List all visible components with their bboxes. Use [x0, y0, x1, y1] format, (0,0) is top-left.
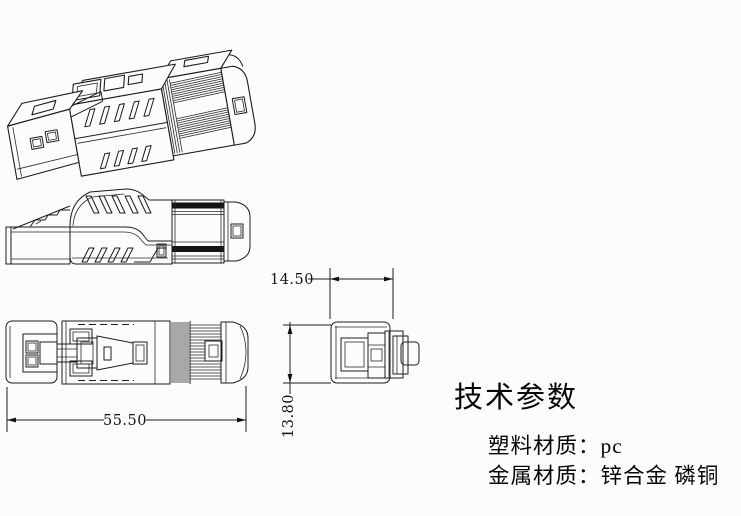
iso-rear-cap [220, 54, 256, 146]
side-knurled-boot [171, 199, 225, 264]
side-plug [5, 226, 71, 265]
dim-width-label: 14.50 [270, 272, 314, 288]
isometric-view [7, 49, 256, 180]
spec-metal-label: 金属材质： [488, 464, 601, 488]
top-rear-cap [220, 321, 249, 384]
side-latch [12, 205, 71, 230]
iso-main-body [68, 63, 176, 177]
dimension-height: 13.80 [281, 322, 331, 438]
spec-metal-material: 金属材质：锌合金 磷铜 [488, 459, 719, 490]
spec-metal-value: 锌合金 磷铜 [600, 464, 720, 488]
spec-plastic-material: 塑料材质：pc [488, 429, 623, 460]
side-rear-cap [223, 201, 251, 262]
dim-height-label: 13.80 [281, 394, 297, 438]
iso-latch-arm [68, 91, 104, 118]
front-view [330, 321, 420, 384]
top-knurled-boot [169, 321, 223, 384]
side-view [5, 188, 251, 265]
specs-title: 技术参数 [454, 382, 579, 414]
dimension-length: 55.50 [6, 386, 247, 432]
side-body [69, 188, 173, 265]
dimension-width: 14.50 [270, 268, 394, 319]
top-body [61, 320, 171, 385]
top-view [5, 320, 249, 385]
iso-knurled-boot [159, 49, 235, 157]
dim-length-label: 55.50 [103, 413, 147, 429]
spec-plastic-label: 塑料材质： [488, 434, 601, 458]
top-plug [5, 320, 78, 384]
spec-plastic-value: pc [600, 434, 623, 458]
iso-plug-nose [7, 90, 84, 180]
